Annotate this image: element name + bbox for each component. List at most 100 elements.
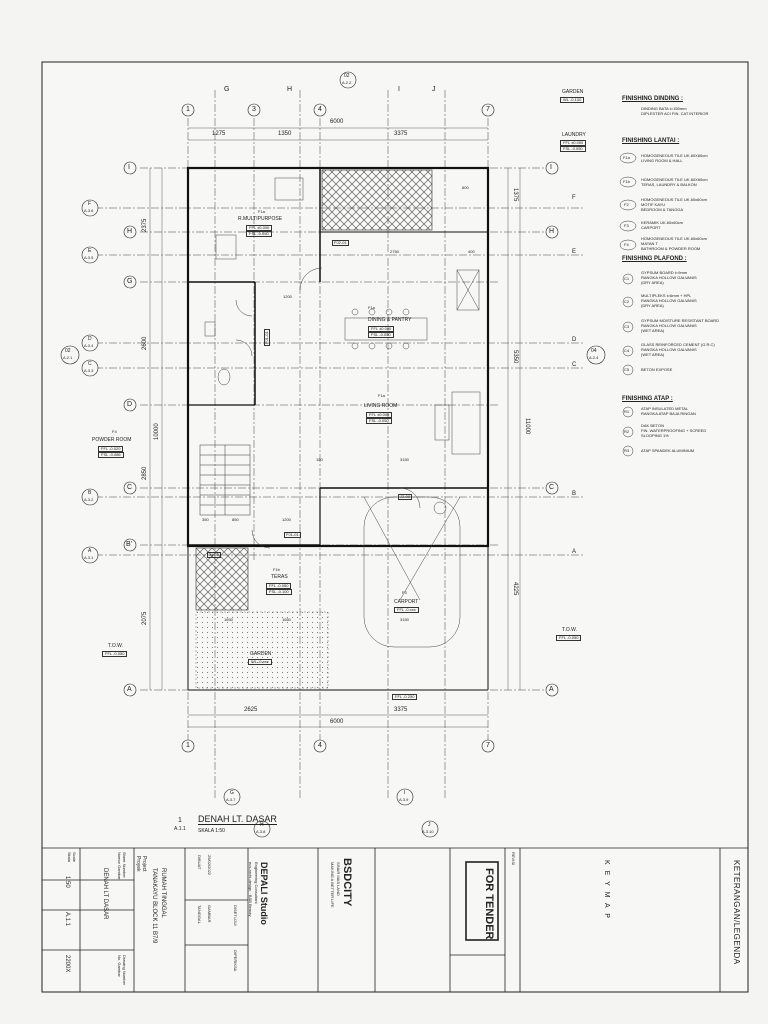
section-j-sheet: A.3.10 (422, 829, 434, 834)
title-block-label-nomor-gambar: Nomor Gambar (117, 852, 122, 880)
dim-inner-600: 600 (462, 185, 469, 190)
callout-top-sheet: A.2.2 (342, 80, 352, 85)
grid-label-7-bottom: 7 (486, 742, 490, 749)
grid-row-right-i: I (550, 164, 552, 171)
dim-top-2: 1350 (278, 131, 292, 137)
legend-c2-l1: MULTIPLEKS t=6mm + HPL (641, 293, 692, 298)
laundry-name: LAUNDRY (562, 132, 586, 138)
teras-name: TERAS (271, 574, 288, 580)
stairs (199, 444, 251, 516)
multipurpose-tag: F1a (258, 209, 265, 214)
dim-inner-1650-b: 1650 (282, 617, 291, 622)
teras-garden-hatch (195, 547, 249, 611)
title-block-label-tanggal: TANGGAL (197, 905, 202, 924)
section-f-num: F (88, 201, 92, 207)
dimension-lines (149, 127, 521, 728)
legend-panel: FINISHING DINDING : (622, 96, 683, 102)
title-block-label-revisi: REVISI (511, 852, 516, 866)
door-tag-pj1-01-a: PJ1-01 (264, 329, 270, 346)
dim-inner-3150-a: 3150 (400, 457, 409, 462)
title-block-studio: DEPALI Studio (259, 862, 269, 925)
door-tag-j2-00: J2-00 (398, 494, 413, 500)
section-a-num: A (88, 548, 92, 554)
teras-fsl: FSL -0.100 (266, 589, 292, 595)
grid-row-d: D (127, 401, 133, 408)
grid-row-b-prime: B' (126, 541, 133, 548)
title-block-studio-sub-2: ecs-archi-design · BSB Beauty (248, 862, 253, 917)
title-block-keterangan: KETERANGAN/LEGENDA (732, 860, 741, 965)
living-ffl: FFL ±0.000 (366, 412, 393, 418)
legend-c1-l1: GYPSUM BOARD t=9mm (641, 270, 688, 275)
legend-code-f4: F4 (624, 242, 629, 247)
title-block-date: 25/02/2022 (207, 855, 212, 876)
aux-row-b: B (572, 491, 577, 497)
drawing-ref-sheet: A.1.1 (174, 826, 186, 832)
door-tag-pj1-01-b: PJ1-01 (284, 532, 301, 538)
aux-row-c: C (572, 362, 577, 368)
title-block-studio-sub-1: Engineering Consultant (254, 862, 259, 904)
powder-fsl: FSL -0.086 (98, 452, 124, 458)
legend-r1-l2: RANGKA ATAP BAJA RINGAN (641, 411, 696, 416)
dim-right-3: 4225 (512, 582, 518, 596)
legend-f3-l1: KERAMIK UK.60x60cm (641, 220, 684, 225)
legend-c5-l1: BETON EXPOSE (641, 367, 673, 372)
grid-row-h: H (127, 228, 133, 235)
grid-label-3-top: 3 (252, 106, 256, 113)
tow-right-name: T.O.W. (562, 627, 577, 633)
callout-left-num: 02 (65, 348, 71, 354)
callout-right-sheet: A.2.4 (589, 355, 599, 360)
aux-label-i: I (398, 86, 400, 93)
dim-top-1: 1275 (212, 131, 226, 137)
dim-left-3: 2850 (142, 466, 148, 480)
legend-r3-l1: ATAP SPANDEK ALUMINIUM (641, 448, 695, 453)
grid-label-1-top: 1 (186, 106, 190, 113)
grid-bubbles (123, 103, 559, 753)
section-g-sheet: A.3.7 (226, 797, 236, 802)
section-d-num: D (88, 336, 92, 342)
grid-label-4-bottom: 4 (318, 742, 322, 749)
legend-code-c3: C3 (624, 324, 630, 329)
section-b-num: B (88, 490, 92, 496)
legend-code-c4: C4 (624, 348, 630, 353)
legend-code-r3: R3 (624, 448, 630, 453)
legend-code-markers (619, 152, 637, 457)
legend-c2-l3: (DRY AREA) (641, 303, 664, 308)
legend-f4-l1: HOMOGENEOUS TILE UK.60x60cm (641, 236, 707, 241)
grid-row-c: C (127, 484, 133, 491)
legend-code-r1: R1 (624, 409, 630, 414)
door-tag-j1-01: J1-01 (207, 552, 222, 558)
title-block-project-1: RUMAH TINGGAL (160, 868, 166, 918)
legend-code-f1b: F1b (623, 179, 630, 184)
section-i-num: I (404, 790, 406, 796)
garden-level: WL -0.100 (560, 97, 585, 103)
legend-code-f3: F3 (624, 223, 629, 228)
legend-code-f1a: F1a (623, 155, 630, 160)
legend-f4-l2: MATAN T (641, 241, 658, 246)
legend-f1a-l2: LIVING ROOM & HALL (641, 158, 683, 163)
dim-inner-1200: 1200 (283, 294, 292, 299)
legend-c2-l2: RANGKA HOLLOW GALVANIS (641, 298, 697, 303)
legend-dinding-title: FINISHING DINDING : (622, 96, 683, 102)
legend-code-f2: F2 (624, 202, 629, 207)
title-block-label-drawing-number: Drawing Number (122, 955, 127, 986)
legend-c3-l2: RANGKA HOLLOW GALVANIS (641, 323, 697, 328)
title-block-frame (42, 847, 748, 992)
dim-inner-1650-a: 1650 (224, 617, 233, 622)
callout-right-num: 04 (591, 348, 597, 354)
door-swings (235, 267, 421, 549)
title-block-sheet-name: DENAH LT DASAR (102, 868, 108, 920)
door-tag-pj2-01: PJ2-01 (332, 240, 349, 246)
living-tag: F1a (378, 393, 385, 398)
multipurpose-name: R.MULTIPURPOSE (238, 216, 283, 222)
teras-ffl: FFL -0.050 (266, 583, 292, 589)
section-j-num: J (428, 822, 431, 828)
legend-f1a-l1: HOMOGENEOUS TILE UK.60X60cm (641, 153, 708, 158)
dim-inner-150: 150 (316, 457, 323, 462)
title-block-client: BSDCITY (341, 858, 353, 907)
tow-left-name: T.O.W. (108, 643, 123, 649)
legend-c3-l3: (WET AREA) (641, 328, 665, 333)
legend-r2-l1: DAK BETON (641, 423, 665, 428)
legend-r2-l3: SLOOPING 1% (641, 433, 669, 438)
legend-c1-l3: (DRY AREA) (641, 280, 664, 285)
laundry-ffl: FFL ±0.000 (560, 140, 587, 146)
